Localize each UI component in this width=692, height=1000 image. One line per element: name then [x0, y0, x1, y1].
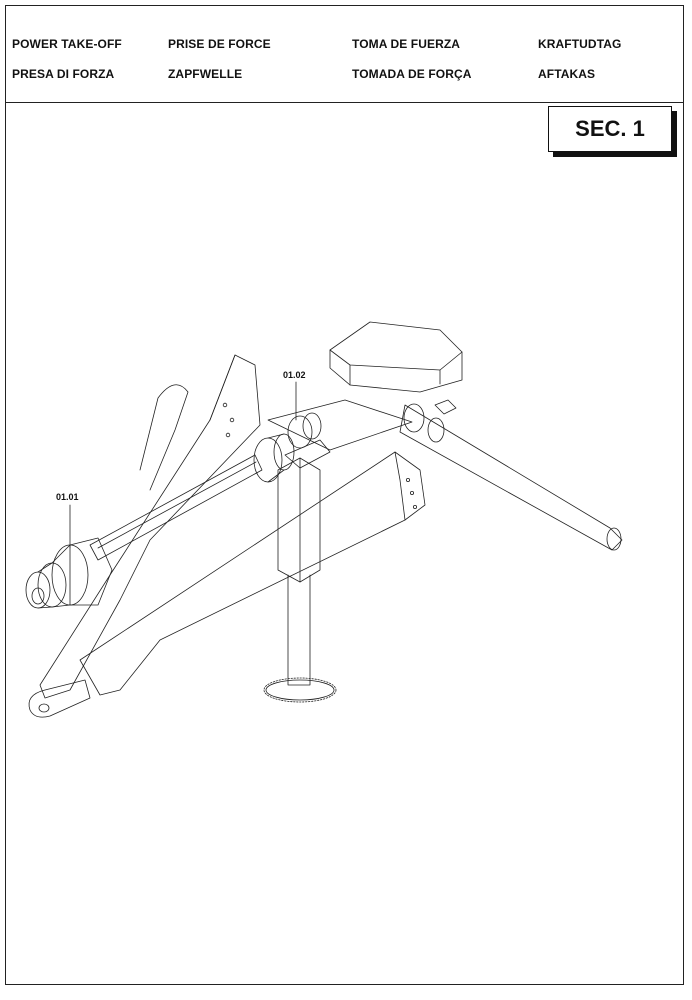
label-power-take-off: POWER TAKE-OFF — [12, 37, 122, 51]
drawbar-eye — [28, 679, 91, 718]
label-toma-de-fuerza: TOMA DE FUERZA — [352, 37, 461, 51]
label-prise-de-force: PRISE DE FORCE — [168, 37, 271, 51]
header-labels: POWER TAKE-OFF PRISE DE FORCE TOMA DE FU… — [6, 6, 683, 103]
hitch-loop — [139, 384, 189, 491]
label-kraftudtag: KRAFTUDTAG — [538, 37, 622, 51]
callout-01-02: 01.02 — [283, 370, 306, 380]
drawbar-right-arm — [79, 451, 426, 696]
label-tomada-de-forca: TOMADA DE FORÇA — [352, 67, 472, 81]
center-post — [277, 457, 321, 583]
jack-foot-plate — [265, 679, 335, 701]
label-aftakas: AFTAKAS — [538, 67, 596, 81]
page-frame: POWER TAKE-OFF PRISE DE FORCE TOMA DE FU… — [5, 5, 684, 985]
label-presa-di-forza: PRESA DI FORZA — [12, 67, 115, 81]
callout-01-01: 01.01 — [56, 492, 79, 502]
pto-shaft — [89, 454, 263, 561]
shaft-cone — [69, 537, 113, 606]
label-zapfwelle: ZAPFWELLE — [168, 67, 243, 81]
section-badge: SEC. 1 — [548, 106, 672, 152]
drawbar-left-arm — [39, 354, 261, 699]
gearbox-housing — [329, 321, 463, 393]
output-tube — [399, 404, 623, 551]
